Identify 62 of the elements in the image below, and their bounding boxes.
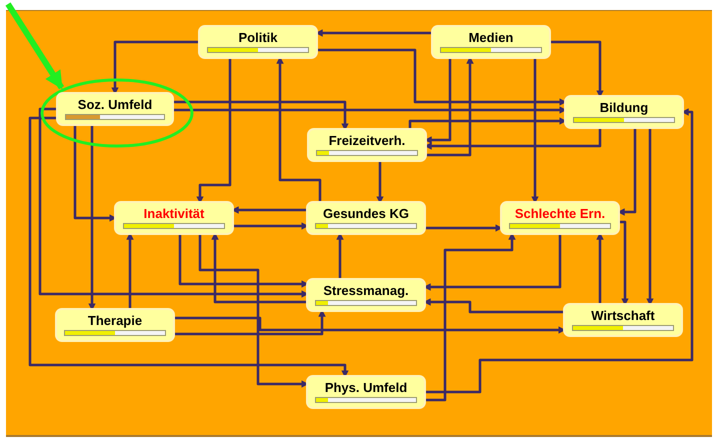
factor-label: Soz. Umfeld [76, 98, 154, 112]
factor-label: Politik [237, 31, 278, 45]
factor-box [308, 203, 424, 233]
arrow [173, 309, 326, 336]
arrow [425, 56, 474, 156]
arrow [424, 108, 694, 394]
arrow [178, 233, 309, 288]
arrow [424, 57, 452, 144]
factor-box [566, 97, 682, 127]
arrow [198, 233, 309, 388]
factor-box [308, 377, 424, 407]
factor-label: Wirtschaft [590, 309, 656, 323]
arrow [172, 100, 349, 131]
arrow [617, 127, 636, 216]
factor-label: Schlechte Ern. [514, 207, 606, 221]
arrow [232, 222, 309, 230]
arrow [28, 116, 349, 378]
arrow [423, 298, 565, 314]
factor-label: Freizeitverh. [328, 134, 406, 148]
factor-label: Inaktivität [142, 207, 206, 221]
factor-label: Stressmanag. [322, 284, 410, 298]
arrow [618, 220, 629, 306]
factor-label: Phys. Umfeld [324, 381, 408, 395]
factor-box [308, 280, 424, 310]
factor-box [200, 27, 316, 57]
arrow [531, 57, 539, 204]
arrow [111, 40, 200, 95]
factor-label: Medien [468, 31, 514, 45]
factor-box [309, 130, 425, 160]
arrow [336, 232, 344, 280]
pointer-arrow [5, 2, 64, 90]
arrow [424, 232, 516, 402]
arrow [315, 29, 433, 37]
arrow [196, 57, 232, 204]
factor-box [502, 203, 618, 233]
arrow [646, 127, 654, 306]
arrow [423, 233, 562, 291]
arrow [211, 232, 308, 304]
arrow [316, 48, 567, 106]
arrow [74, 124, 117, 222]
arrow [549, 40, 604, 98]
factor-label: Therapie [86, 314, 144, 328]
factor-box [57, 310, 173, 340]
arrow [276, 56, 322, 203]
arrow [126, 232, 134, 310]
arrow [172, 106, 567, 114]
arrow [596, 232, 604, 305]
factor-box [433, 27, 549, 57]
arrow [173, 316, 566, 334]
arrow [376, 160, 384, 204]
arrow [424, 127, 602, 150]
factor-label: Gesundes KG [322, 207, 410, 221]
arrow [408, 117, 567, 130]
factor-box [58, 94, 172, 124]
factor-label: Bildung [598, 101, 650, 115]
factor-box [116, 203, 232, 233]
factor-box [565, 305, 681, 335]
arrow [424, 224, 503, 232]
arrow [88, 124, 96, 311]
highlight-ellipse [40, 78, 194, 148]
arrow [38, 108, 309, 298]
arrow [231, 206, 308, 214]
